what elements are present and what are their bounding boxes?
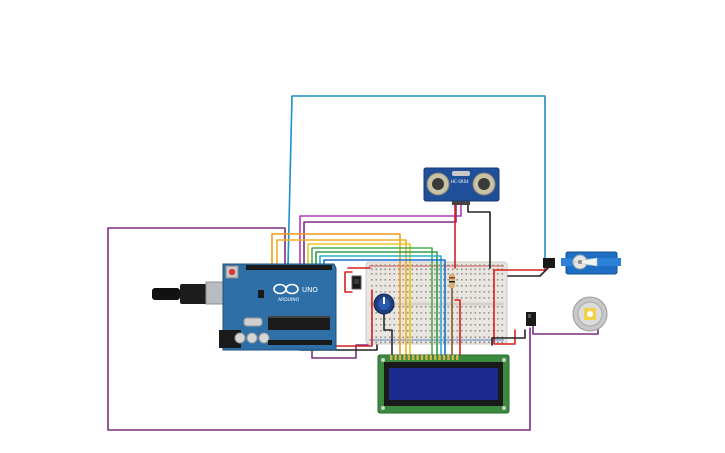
wire-yellow — [307, 243, 411, 356]
usb-plug — [180, 284, 212, 304]
transistor[interactable] — [526, 312, 536, 326]
ultrasonic-label: HC-SR04 — [451, 179, 469, 184]
wire-black-servo — [507, 267, 549, 277]
wire-red-lcd — [454, 299, 461, 356]
lcd-screen — [389, 368, 498, 400]
wire-red-right — [493, 269, 516, 345]
infinity-logo — [273, 283, 299, 295]
digital-header — [246, 265, 332, 270]
arduino-model: UNO — [302, 286, 318, 294]
wire-orange-1 — [271, 233, 401, 356]
wire-magenta-2 — [303, 204, 457, 266]
wire-green-1 — [311, 247, 433, 356]
wire-cyan — [319, 255, 442, 356]
atmega-chip — [268, 318, 330, 330]
lcd-16x2[interactable] — [377, 354, 510, 414]
power-header — [268, 340, 332, 345]
wire-pot — [383, 299, 393, 356]
wire-black-us — [467, 204, 491, 269]
wires — [107, 95, 599, 431]
dc-motor[interactable] — [572, 296, 608, 332]
push-button[interactable] — [351, 275, 362, 290]
resistor[interactable] — [449, 274, 455, 288]
wire-red-left — [344, 271, 353, 293]
arduino-brand: ARDUINO — [278, 297, 300, 303]
wire-purple-bottom — [311, 339, 369, 359]
lcd-pins — [390, 355, 459, 360]
potentiometer[interactable] — [373, 293, 395, 315]
wire-blue-2 — [323, 259, 446, 356]
wire-blue-servo — [287, 95, 546, 266]
usb-cable — [152, 288, 180, 300]
wire-purple-motor — [532, 321, 599, 335]
power-jack — [219, 330, 241, 348]
arduino-uno-board[interactable]: ARDUINO UNO — [152, 263, 337, 351]
wire-black-transistor — [491, 329, 526, 346]
ultrasonic-sensor[interactable]: HC-SR04 — [423, 167, 500, 205]
wire-orange-2 — [276, 239, 407, 356]
wire-green-2 — [315, 251, 438, 356]
servo-motor[interactable] — [543, 251, 621, 275]
